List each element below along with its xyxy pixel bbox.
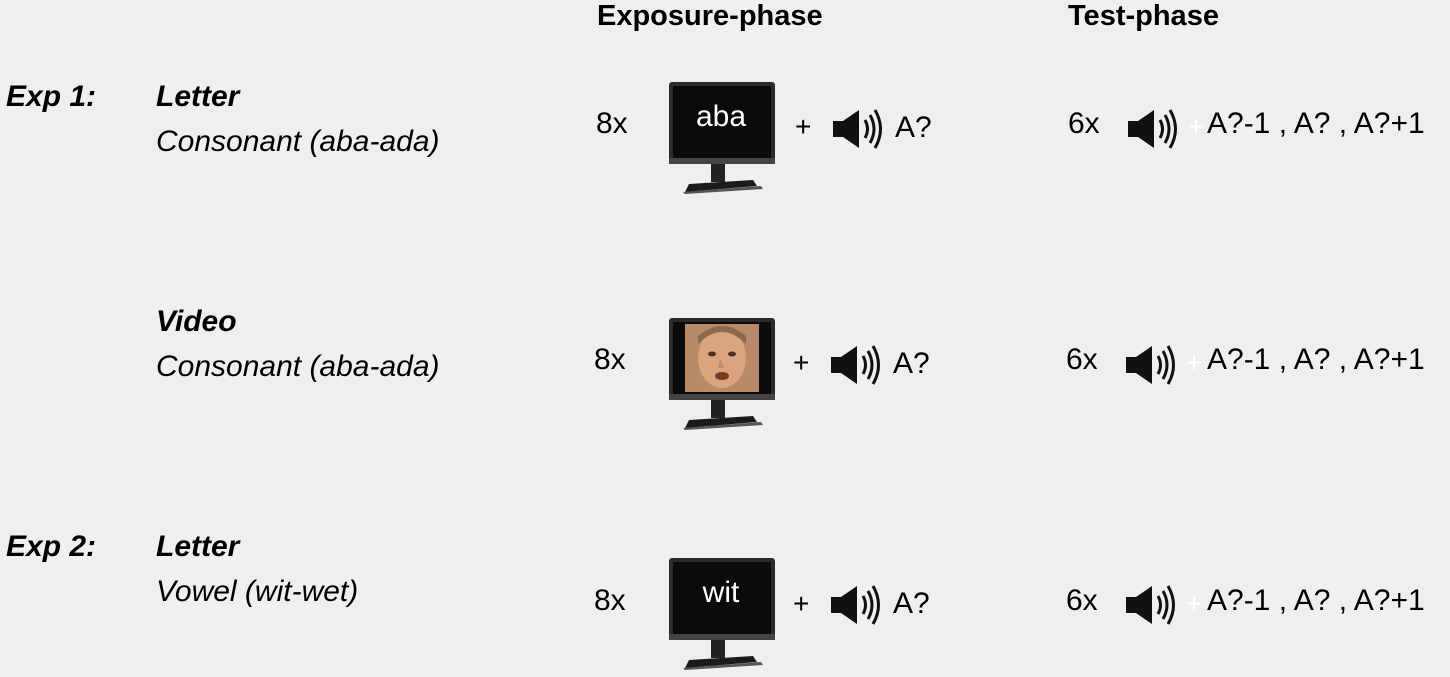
plus-sign: + [795,111,812,142]
condition-subtitle: Vowel (wit-wet) [156,575,359,608]
test-plus-sign: + [1186,588,1203,619]
condition-subtitle: Consonant (aba-ada) [156,350,440,383]
audio-label: A? [893,347,930,380]
speaker-icon [1126,108,1182,150]
exposure-count: 8x [594,343,626,376]
exposure-phase-header: Exposure-phase [597,0,823,32]
test-count: 6x [1066,343,1098,376]
monitor-icon: aba [665,82,777,194]
test-plus-sign: + [1186,347,1203,378]
condition-subtitle: Consonant (aba-ada) [156,125,440,158]
condition-title: Letter [156,80,240,113]
exposure-count: 8x [594,584,626,617]
condition-title: Video [156,305,237,338]
speaker-icon [1124,344,1180,386]
test-stimuli: A?-1 , A? , A?+1 [1207,107,1425,140]
monitor-icon: wit [665,558,777,670]
test-count: 6x [1066,584,1098,617]
speaker-icon [829,584,885,626]
monitor-icon [665,318,777,430]
speaker-icon [829,344,885,386]
test-count: 6x [1068,107,1100,140]
condition-title: Letter [156,530,240,563]
exposure-count: 8x [596,107,628,140]
speaker-icon [1124,584,1180,626]
test-stimuli: A?-1 , A? , A?+1 [1207,343,1425,376]
test-stimuli: A?-1 , A? , A?+1 [1207,584,1425,617]
screen-letter-text: wit [702,576,740,609]
audio-label: A? [893,587,930,620]
plus-sign: + [793,588,810,619]
audio-label: A? [895,111,932,144]
test-plus-sign: + [1188,111,1205,142]
speaker-icon [831,108,887,150]
exp-label: Exp 1: [6,80,97,113]
exp-label: Exp 2: [6,530,97,563]
plus-sign: + [793,347,810,378]
screen-letter-text: aba [695,100,747,133]
test-phase-header: Test-phase [1068,0,1219,32]
